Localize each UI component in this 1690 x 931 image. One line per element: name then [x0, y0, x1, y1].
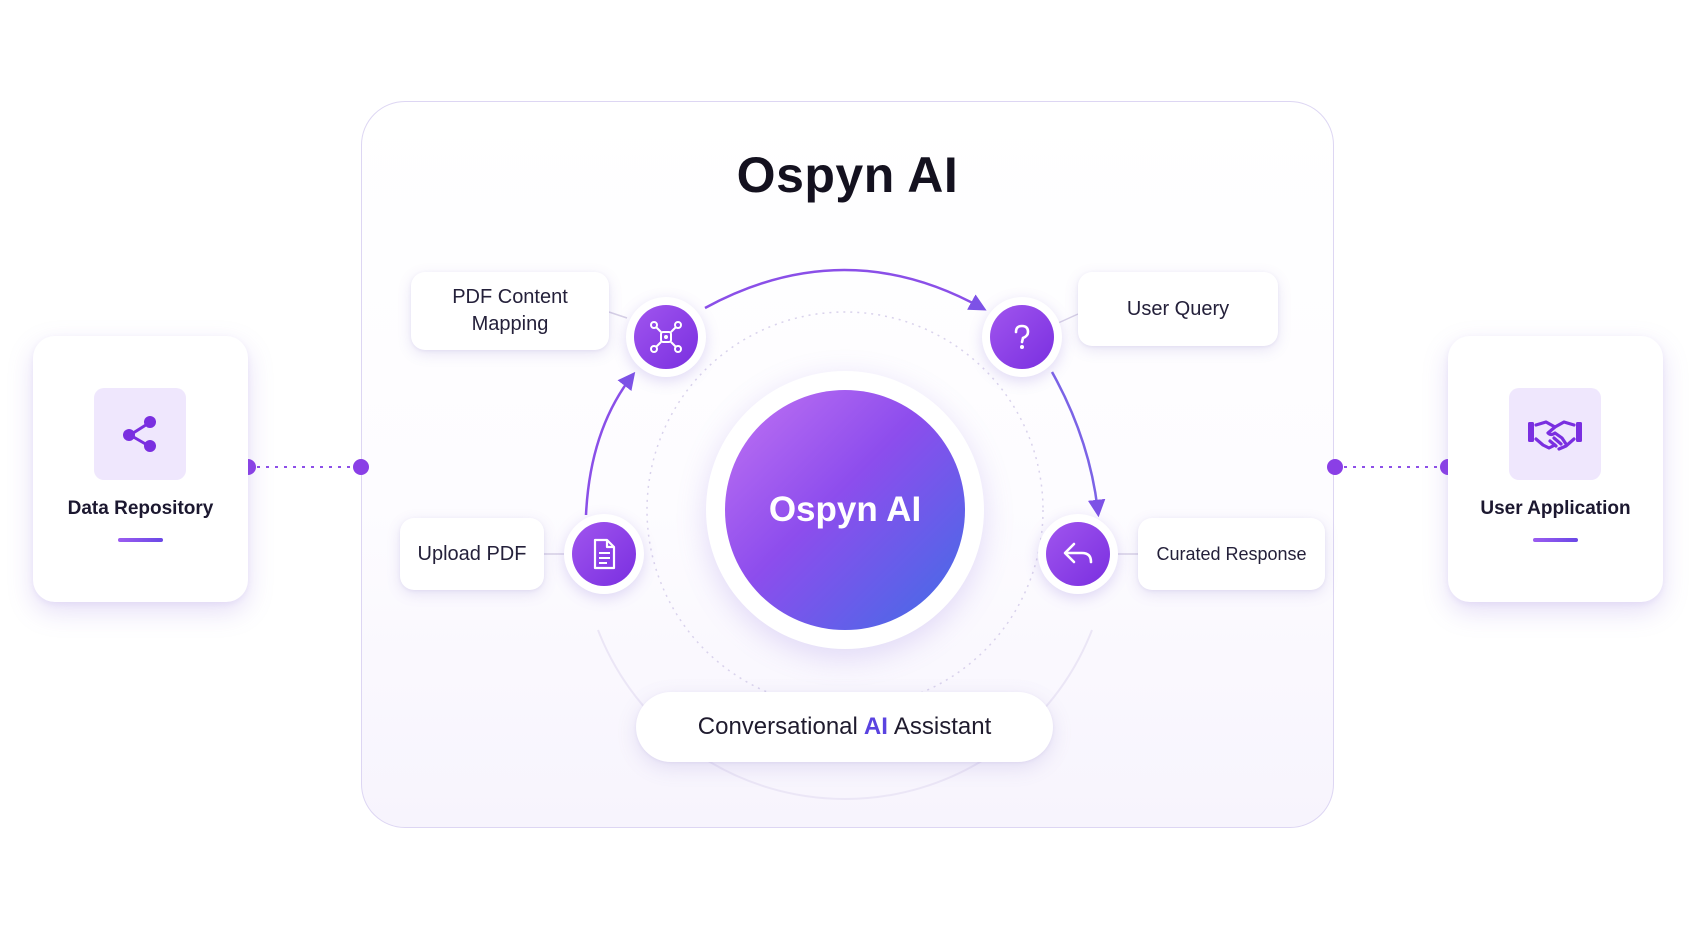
user-application-card[interactable]: User Application: [1448, 336, 1663, 602]
card-underline: [1533, 538, 1578, 542]
curated-response-pill[interactable]: Curated Response: [1138, 518, 1325, 590]
curated-response-node[interactable]: [1038, 514, 1118, 594]
conversational-assistant-pill: Conversational AI Assistant: [636, 692, 1053, 762]
link-mapping: [608, 311, 628, 319]
share-nodes-icon: [94, 388, 186, 480]
network-hub-icon: [634, 305, 698, 369]
arc-mapping-to-query: [704, 268, 987, 311]
footer-accent: AI: [863, 713, 888, 740]
page-title: Ospyn AI: [736, 147, 959, 203]
question-icon: [990, 305, 1054, 369]
center-hub-label: Ospyn AI: [725, 390, 965, 630]
right-connector-dot: [1327, 459, 1343, 475]
pdf-content-mapping-node[interactable]: [626, 297, 706, 377]
user-query-node[interactable]: [982, 297, 1062, 377]
center-hub: Ospyn AI: [706, 371, 984, 649]
reply-icon: [1046, 522, 1110, 586]
handshake-icon: [1509, 388, 1601, 480]
link-query: [1055, 313, 1079, 325]
data-repository-label: Data Repository: [67, 498, 214, 519]
arc-query-to-response: [1050, 371, 1106, 518]
user-application-label: User Application: [1480, 498, 1631, 519]
arc-upload-to-mapping: [584, 371, 636, 516]
upload-pdf-node[interactable]: [564, 514, 644, 594]
footer-prefix: Conversational: [697, 713, 858, 740]
pdf-content-mapping-pill[interactable]: PDF Content Mapping: [411, 272, 609, 350]
user-query-pill[interactable]: User Query: [1078, 272, 1278, 346]
left-connector-dot: [353, 459, 369, 475]
inner-dotted-ring: [646, 311, 1044, 709]
data-repository-card[interactable]: Data Repository: [33, 336, 248, 602]
document-icon: [572, 522, 636, 586]
footer-suffix: Assistant: [893, 713, 992, 740]
upload-pdf-pill[interactable]: Upload PDF: [400, 518, 544, 590]
card-underline: [118, 538, 163, 542]
